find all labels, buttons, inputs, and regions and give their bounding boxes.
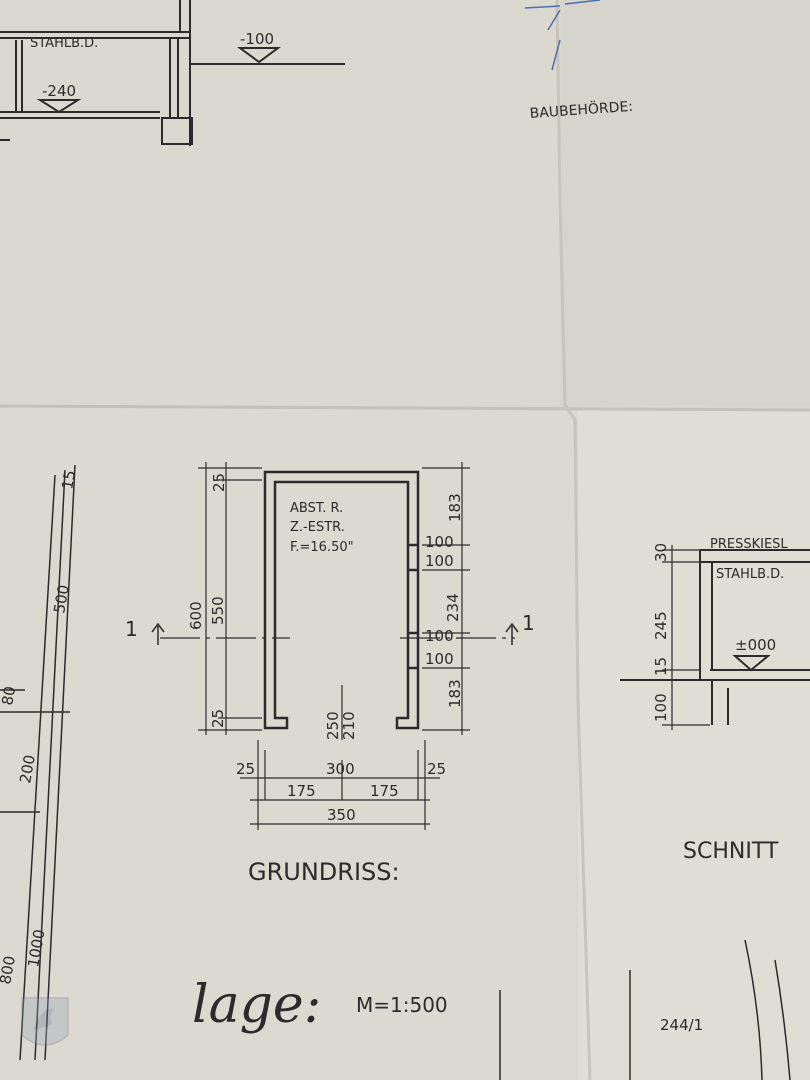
dim-right-100-b: 100 (425, 552, 454, 570)
watermark-logo (21, 997, 69, 1046)
grundriss-caption: GRUNDRISS: (248, 858, 400, 886)
paper-upper-left-panel (0, 0, 560, 405)
right-section-drawing (620, 545, 810, 730)
top-left-section-drawing (0, 0, 345, 146)
floor-plan-dimension-lines (160, 462, 515, 830)
label-stahlb-right: STAHLB.D. (716, 567, 784, 582)
label-stahlb-top: STAHLB.D. (30, 36, 98, 51)
plot-number: 244/1 (660, 1016, 703, 1034)
floor-plan-walls (263, 470, 420, 730)
dim-left-25-top: 25 (210, 473, 228, 492)
dim-door-210: 210 (340, 711, 358, 740)
label-presskiesl: PRESSKIESL (710, 537, 788, 552)
section-arrows (151, 622, 519, 645)
dim-right-234: 234 (444, 593, 462, 622)
dim-right-183-bottom: 183 (446, 679, 464, 708)
section-marker-left: 1 (125, 617, 138, 641)
left-section-drawing (0, 464, 76, 1061)
left-dim-800: 800 (0, 954, 19, 985)
lage-title: lage: (192, 975, 321, 1035)
level-minus-100: -100 (240, 30, 274, 48)
right-dim-15: 15 (652, 657, 670, 676)
level-minus-240: -240 (42, 82, 76, 100)
dim-right-100-a: 100 (425, 533, 454, 551)
dim-left-550: 550 (209, 596, 227, 625)
schnitt-caption: SCHNITT (683, 839, 779, 864)
left-dim-80: 80 (0, 685, 19, 707)
paper-lower-right-panel (578, 410, 810, 1080)
dim-door-250: 250 (324, 711, 342, 740)
blue-stamp-mark (524, 0, 601, 71)
paper-lower-middle-panel (0, 408, 575, 1080)
dim-right-100-d: 100 (425, 650, 454, 668)
right-dim-245: 245 (652, 611, 670, 640)
dim-bottom-175-left: 175 (287, 782, 316, 800)
dim-bottom-25-left: 25 (236, 760, 255, 778)
room-label-line1: ABST. R. (290, 501, 343, 516)
paper-upper-right-panel (562, 0, 810, 405)
level-pm000: ±000 (735, 636, 776, 654)
right-dim-100: 100 (652, 693, 670, 722)
section-marker-right: 1 (522, 611, 535, 635)
fold-vertical (555, 0, 592, 1080)
dim-right-100-c: 100 (425, 627, 454, 645)
dim-right-183-top: 183 (446, 493, 464, 522)
dim-bottom-25-right: 25 (427, 760, 446, 778)
left-dim-200: 200 (16, 753, 39, 784)
fold-horizontal (0, 404, 810, 412)
dim-left-600: 600 (187, 601, 205, 630)
left-dim-15: 15 (58, 469, 79, 491)
right-dim-30: 30 (652, 543, 670, 562)
left-dim-500: 500 (50, 583, 73, 614)
site-plan-lines (499, 939, 791, 1080)
dim-bottom-175-right: 175 (370, 782, 399, 800)
lage-scale: M=1:500 (356, 993, 448, 1017)
room-label-line3: F.=16.50" (290, 540, 354, 555)
dim-bottom-350: 350 (327, 806, 356, 824)
dim-bottom-300: 300 (326, 760, 355, 778)
room-label-line2: Z.-ESTR. (290, 520, 345, 535)
dim-left-25-bottom: 25 (209, 709, 227, 728)
